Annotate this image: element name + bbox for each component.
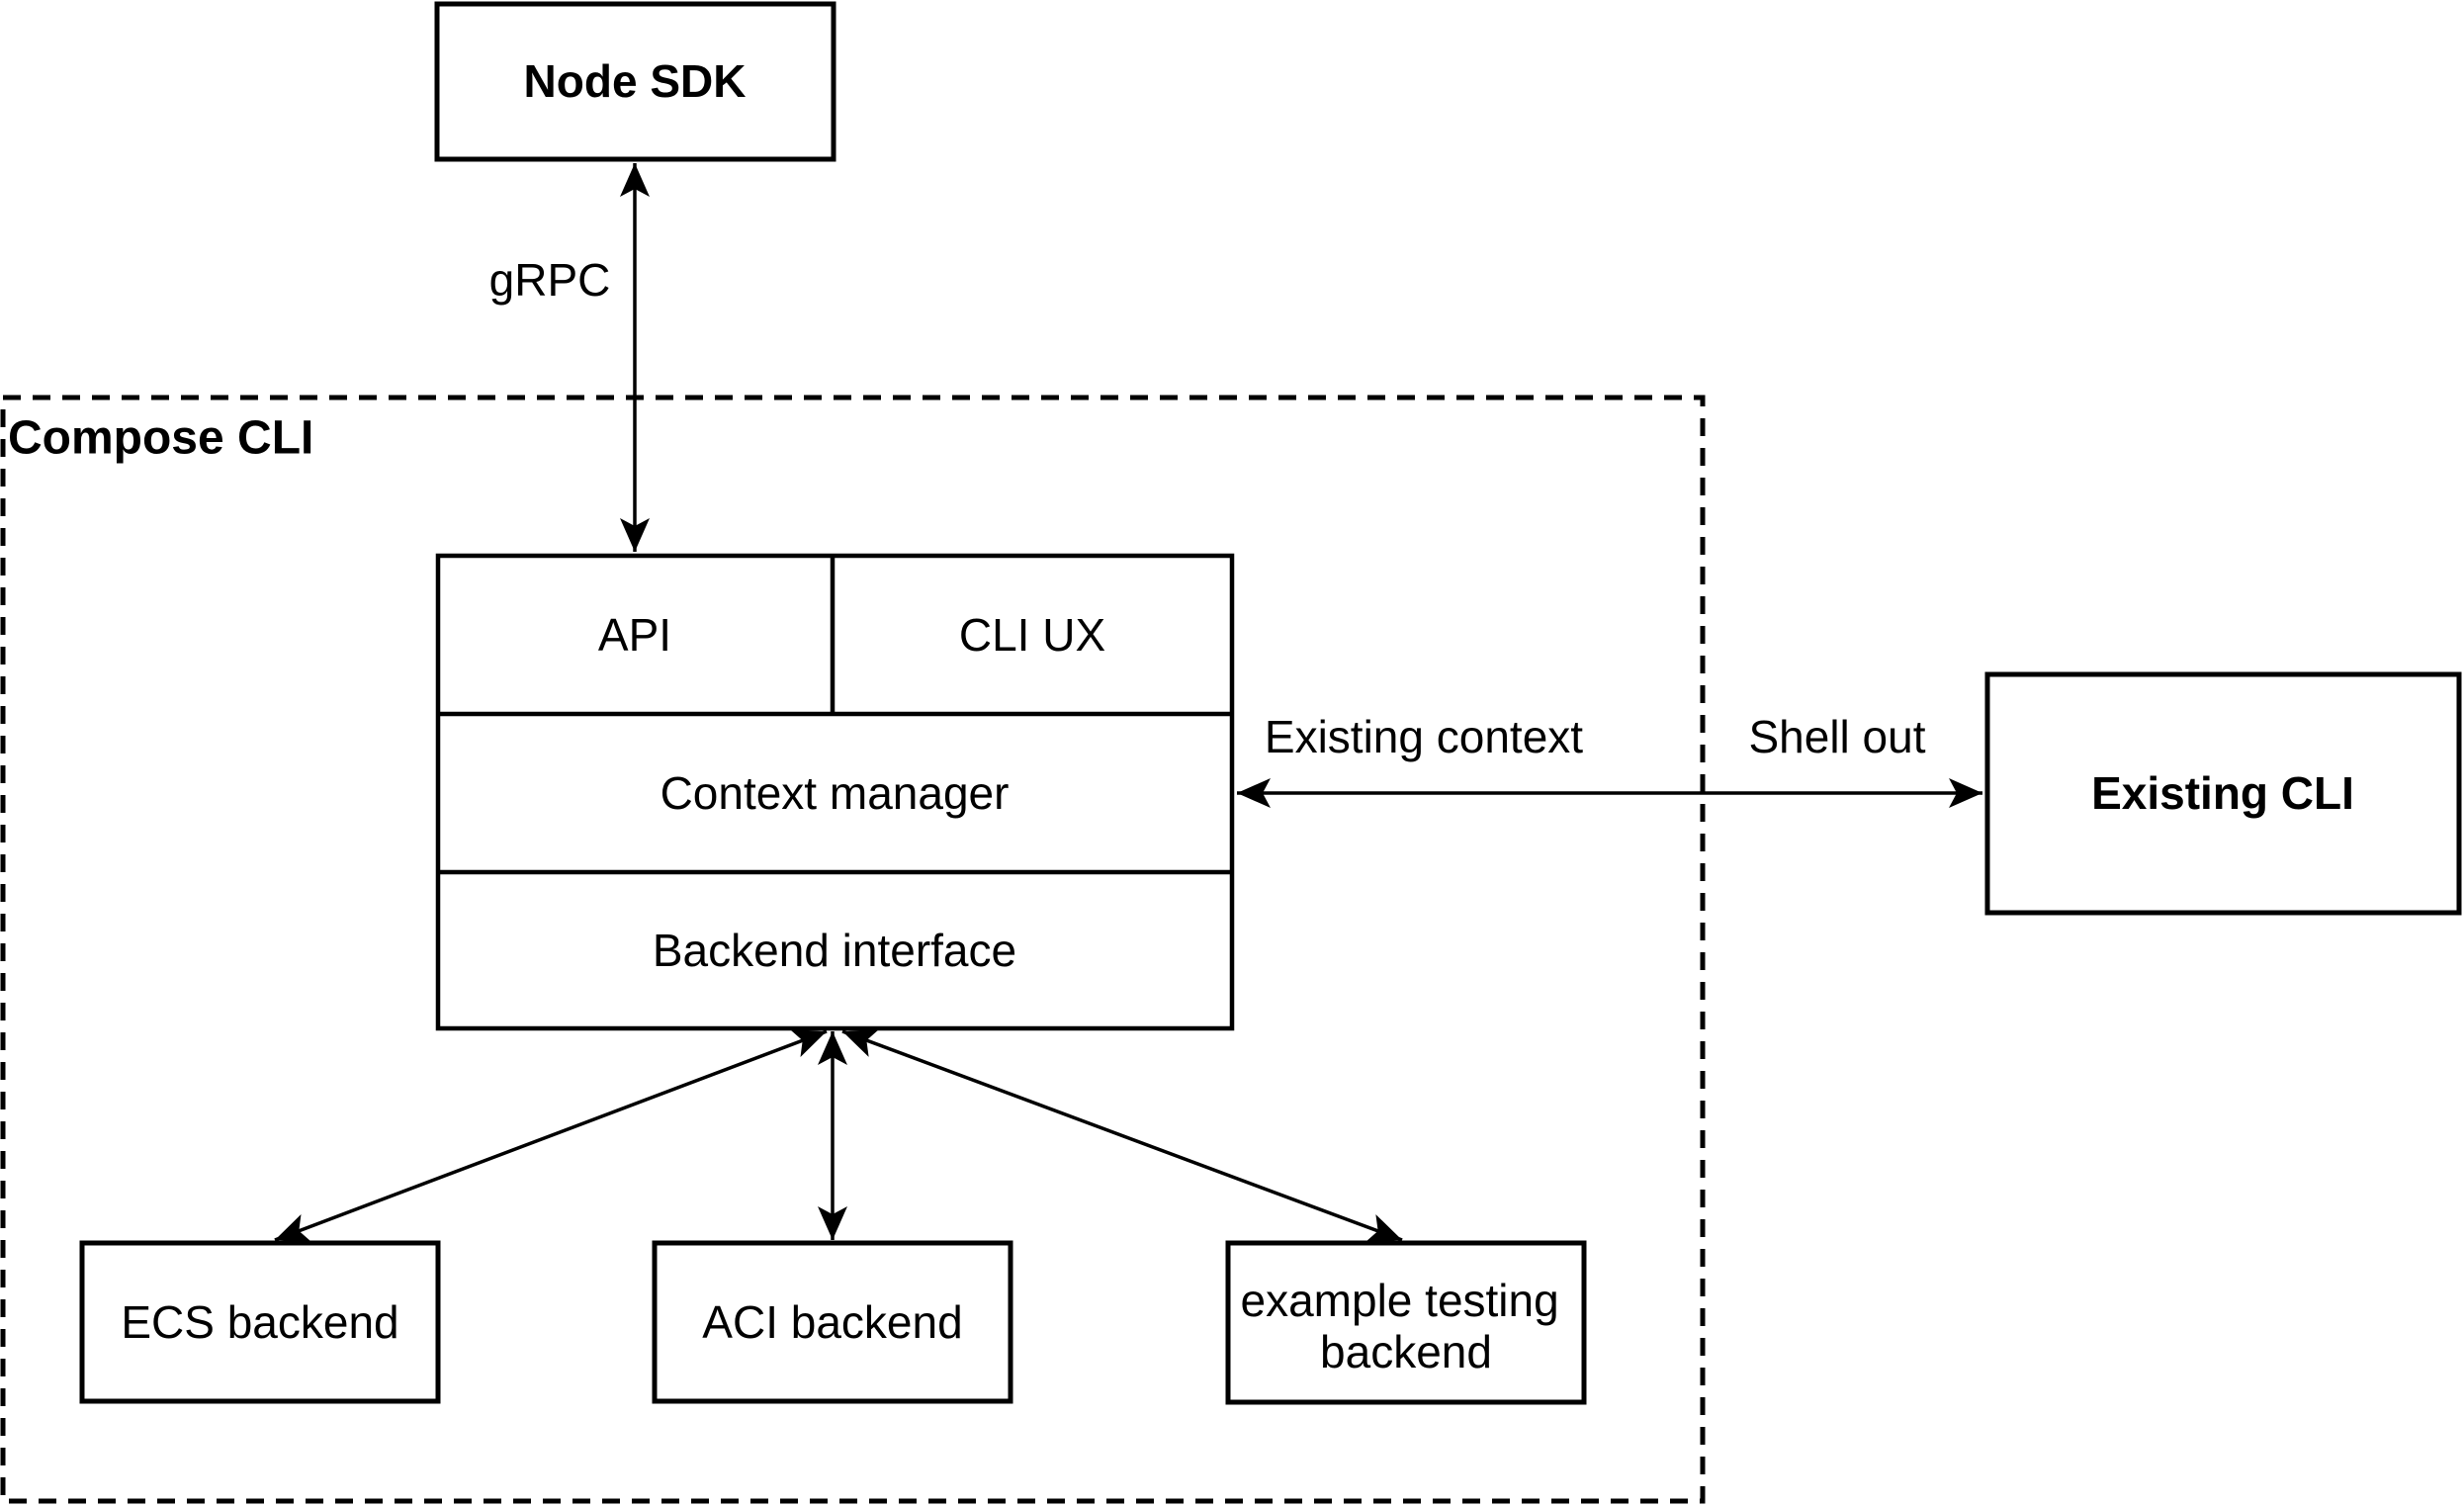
compose-cli-label: Compose CLI <box>8 412 313 465</box>
grpc-edge-label: gRPC <box>489 254 611 306</box>
node-sdk-label: Node SDK <box>524 55 747 107</box>
node-sdk-box <box>434 1 836 162</box>
cli-compound-box <box>435 553 1235 1031</box>
aci-backend-box <box>652 1240 1013 1404</box>
ecs-backend-box <box>79 1240 441 1404</box>
ecs-backend-arrow <box>274 1028 828 1243</box>
cli-ux-label: CLI UX <box>959 609 1105 661</box>
existing-context-edge-label: Existing context <box>1265 711 1583 762</box>
existing-cli-box <box>1984 671 2462 916</box>
example-testing-backend-label-line1: example testing <box>1241 1275 1559 1326</box>
example-backend-arrow <box>841 1028 1403 1243</box>
ecs-backend-label: ECS backend <box>121 1296 398 1348</box>
example-testing-backend-box <box>1225 1240 1587 1405</box>
shell-out-edge-label: Shell out <box>1748 711 1925 762</box>
compose-cli-container <box>0 395 1706 1504</box>
example-testing-backend-label: example testing backend <box>1241 1275 1572 1377</box>
api-label: API <box>598 609 671 661</box>
aci-backend-label: ACI backend <box>702 1296 962 1348</box>
existing-cli-label: Existing CLI <box>2091 767 2354 819</box>
example-testing-backend-label-line2: backend <box>1320 1326 1492 1377</box>
backend-interface-label: Backend interface <box>653 925 1016 976</box>
context-manager-label: Context manager <box>660 767 1010 819</box>
